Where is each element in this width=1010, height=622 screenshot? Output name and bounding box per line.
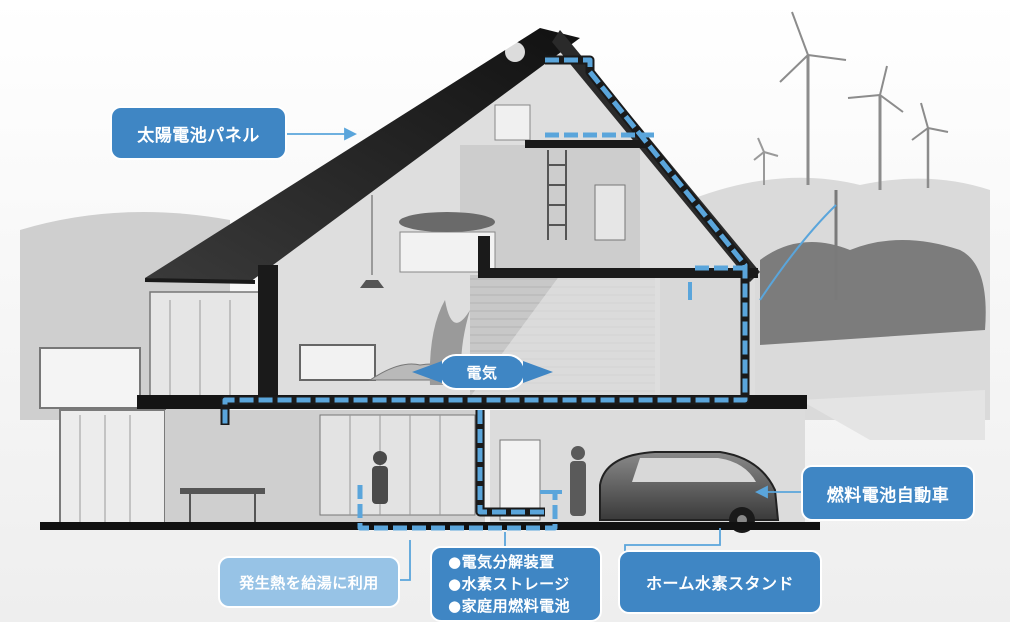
bushes <box>760 240 986 345</box>
equipment-item: ●家庭用燃料電池 <box>448 597 571 615</box>
wind-turbine-icon <box>847 65 904 190</box>
electricity-label: 電気 <box>440 356 524 388</box>
solar-roof <box>145 28 580 282</box>
equipment-label: ●電気分解装置 ●水素ストレージ ●家庭用燃料電池 <box>432 548 600 620</box>
car-icon <box>599 451 780 533</box>
equipment-item: ●電気分解装置 <box>448 553 555 571</box>
ground-line <box>40 522 820 530</box>
hydrogen-station-label: ホーム水素スタンド <box>620 552 820 612</box>
wind-turbine-icon <box>779 11 847 185</box>
person-icon <box>570 446 586 516</box>
wind-turbine-icon <box>911 102 949 188</box>
electricity-arrows <box>412 361 553 383</box>
fuel-cell-vehicle-label: 燃料電池自動車 <box>803 467 973 519</box>
label-connectors <box>285 127 803 581</box>
ladder-icon <box>547 150 567 240</box>
wind-turbine-icon <box>753 137 779 185</box>
lamp-icon <box>360 280 384 288</box>
solar-panel-label: 太陽電池パネル <box>112 108 285 158</box>
waste-heat-label: 発生熱を給湯に利用 <box>220 558 398 606</box>
person-icon <box>372 451 388 504</box>
flow-lines <box>220 55 750 531</box>
equipment-item: ●水素ストレージ <box>448 575 570 593</box>
balcony-wall <box>39 347 141 409</box>
plant-icon <box>399 212 495 232</box>
